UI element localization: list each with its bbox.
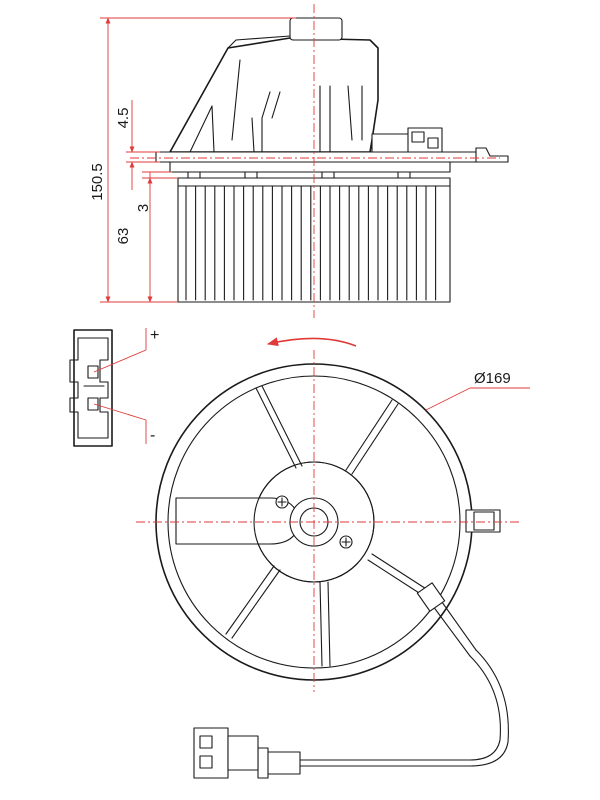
negative-terminal-label: - (150, 427, 155, 444)
fan-blades-side (185, 185, 437, 301)
connector-pinout: + - (69, 327, 159, 447)
housing-connector (371, 133, 413, 153)
spokes (225, 385, 435, 667)
rotation-arrow (266, 337, 357, 347)
screw-icon (275, 495, 289, 509)
dim-gap: 3 (135, 204, 152, 212)
motor-top-boss (289, 17, 343, 41)
positive-terminal-label: + (150, 327, 159, 344)
top-view: Ø169 (136, 337, 530, 779)
cable-sleeve (265, 751, 301, 775)
dim-total-height: 150.5 (89, 163, 106, 201)
cable (299, 655, 501, 761)
side-view: 150.5 4.5 3 63 (89, 4, 509, 318)
screw-icon (339, 535, 353, 549)
motor-housing (169, 37, 379, 153)
mounting-flange (155, 151, 477, 163)
dim-diameter: Ø169 (474, 370, 511, 387)
dim-flange-offset: 4.5 (115, 108, 132, 129)
dimension-lines (100, 17, 296, 303)
dim-wheel-height: 63 (115, 228, 132, 245)
